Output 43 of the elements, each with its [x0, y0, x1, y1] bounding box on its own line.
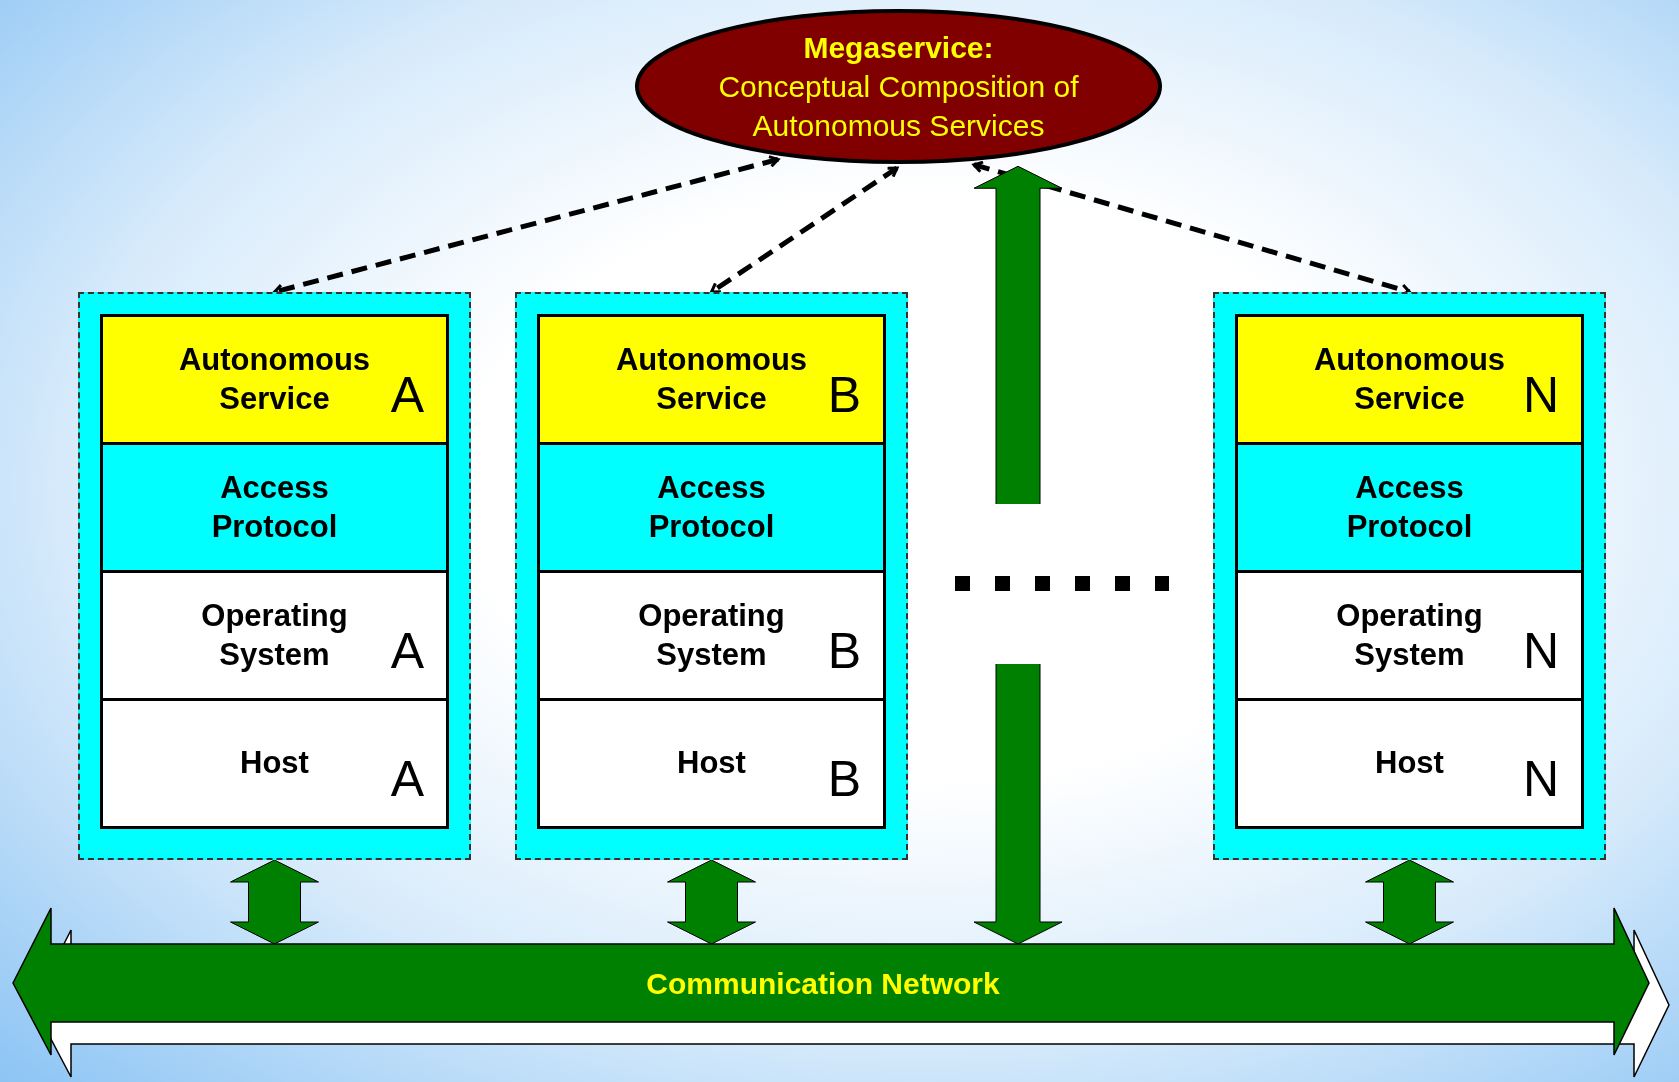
- layer-label: Host: [239, 744, 310, 783]
- layer-label: Autonomous Service: [614, 340, 809, 418]
- layer-label: Operating System: [200, 596, 349, 674]
- layer-letter: B: [827, 754, 861, 804]
- protocol-box: [100, 442, 449, 573]
- service-box: [100, 314, 449, 445]
- protocol-box: [537, 442, 886, 573]
- layer-label: Autonomous Service: [177, 340, 372, 418]
- layer-letter: N: [1522, 626, 1559, 676]
- layer-label: Host: [676, 744, 747, 783]
- os-box: [100, 570, 449, 701]
- double-arrow: [667, 859, 756, 945]
- service-box: [1235, 314, 1584, 445]
- dashed-arrow: [710, 165, 899, 295]
- protocol-box: [1235, 442, 1584, 573]
- layer-letter: N: [1522, 370, 1559, 420]
- service-box: [537, 314, 886, 445]
- os-box: [1235, 570, 1584, 701]
- host-box: [1235, 698, 1584, 829]
- layer-label: Host: [1374, 744, 1445, 783]
- layer-letter: N: [1522, 754, 1559, 804]
- layer-label: Access Protocol: [210, 468, 339, 546]
- ellipse-text: Conceptual Composition of Autonomous Services: [717, 69, 1080, 144]
- os-box: [537, 570, 886, 701]
- double-arrow: [230, 859, 319, 945]
- layer-letter: B: [827, 626, 861, 676]
- layer-label: Operating System: [1335, 596, 1484, 674]
- layer-letter: A: [390, 754, 424, 804]
- node-container: [78, 292, 471, 860]
- layer-label: Operating System: [637, 596, 786, 674]
- host-box: [100, 698, 449, 829]
- node-container: [1213, 292, 1606, 860]
- host-box: [537, 698, 886, 829]
- node-container: [515, 292, 908, 860]
- layer-letter: A: [390, 626, 424, 676]
- network-label: Communication Network: [645, 966, 1001, 1002]
- layer-letter: A: [390, 370, 424, 420]
- ellipse-title: Megaservice:: [803, 30, 994, 66]
- layer-letter: B: [827, 370, 861, 420]
- layer-label: Access Protocol: [1345, 468, 1474, 546]
- layer-label: Access Protocol: [647, 468, 776, 546]
- double-arrow: [1365, 859, 1454, 945]
- layer-label: Autonomous Service: [1312, 340, 1507, 418]
